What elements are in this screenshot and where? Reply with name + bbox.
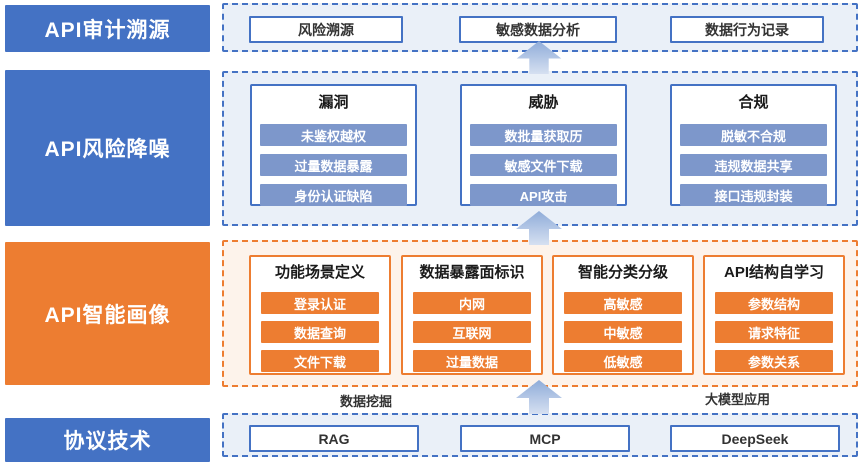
risk-item: API攻击 [470,184,617,206]
profile-item: 登录认证 [261,292,379,314]
profile-item: 高敏感 [564,292,682,314]
protocol-row-container: RAG MCP DeepSeek [222,413,858,457]
protocol-box-deepseek: DeepSeek [670,425,840,452]
risk-item: 脱敏不合规 [680,124,827,146]
caption-data-mining: 数据挖掘 [339,394,392,409]
profile-item: 内网 [413,292,531,314]
group-title: 功能场景定义 [274,264,365,281]
profile-item: 中敏感 [564,321,682,343]
up-arrow-icon [516,41,562,74]
profile-item: 数据查询 [261,321,379,343]
risk-item: 违规数据共享 [680,154,827,176]
risk-item: 未鉴权越权 [260,124,407,146]
row-label-api-risk: API风险降噪 [5,70,210,226]
protocol-box-rag: RAG [249,425,419,452]
risk-item: 身份认证缺陷 [260,184,407,206]
protocol-box-mcp: MCP [460,425,630,452]
audit-box-data-behavior-record: 数据行为记录 [670,16,824,43]
exposure-surface-group: 数据暴露面标识 内网 互联网 过量数据 [401,255,543,375]
row-label-api-profile: API智能画像 [5,242,210,385]
threat-group: 威胁 数批量获取历 敏感文件下载 API攻击 [460,84,627,206]
vulnerability-group: 漏洞 未鉴权越权 过量数据暴露 身份认证缺陷 [250,84,417,206]
profile-item: 互联网 [413,321,531,343]
profile-item: 文件下载 [261,350,379,372]
api-structure-group: API结构自学习 参数结构 请求特征 参数关系 [703,255,845,375]
profile-item: 请求特征 [715,321,833,343]
row-label-protocol: 协议技术 [5,418,210,462]
risk-item: 过量数据暴露 [260,154,407,176]
profile-item: 参数结构 [715,292,833,314]
group-title: 漏洞 [318,94,349,111]
group-title: 智能分类分级 [577,264,668,281]
function-scene-group: 功能场景定义 登录认证 数据查询 文件下载 [249,255,391,375]
group-title: 数据暴露面标识 [419,264,525,281]
risk-row-container: 漏洞 未鉴权越权 过量数据暴露 身份认证缺陷 威胁 数批量获取历 敏感文件下载 … [222,71,858,226]
audit-box-sensitive-data-analysis: 敏感数据分析 [459,16,617,43]
group-title: API结构自学习 [723,264,824,281]
audit-row-container: 风险溯源 敏感数据分析 数据行为记录 [222,3,858,52]
compliance-group: 合规 脱敏不合规 违规数据共享 接口违规封装 [670,84,837,206]
row-label-api-audit: API审计溯源 [5,5,210,52]
up-arrow-icon [516,211,562,245]
profile-item: 低敏感 [564,350,682,372]
classification-group: 智能分类分级 高敏感 中敏感 低敏感 [552,255,694,375]
profile-row-container: 功能场景定义 登录认证 数据查询 文件下载 数据暴露面标识 内网 互联网 过量数… [222,240,858,387]
up-arrow-icon [516,380,562,414]
audit-box-risk-trace: 风险溯源 [249,16,403,43]
profile-item: 过量数据 [413,350,531,372]
risk-item: 敏感文件下载 [470,154,617,176]
group-title: 合规 [738,94,769,111]
caption-llm-application: 大模型应用 [704,392,770,407]
group-title: 威胁 [528,94,559,111]
risk-item: 数批量获取历 [470,124,617,146]
profile-item: 参数关系 [715,350,833,372]
risk-item: 接口违规封装 [680,184,827,206]
